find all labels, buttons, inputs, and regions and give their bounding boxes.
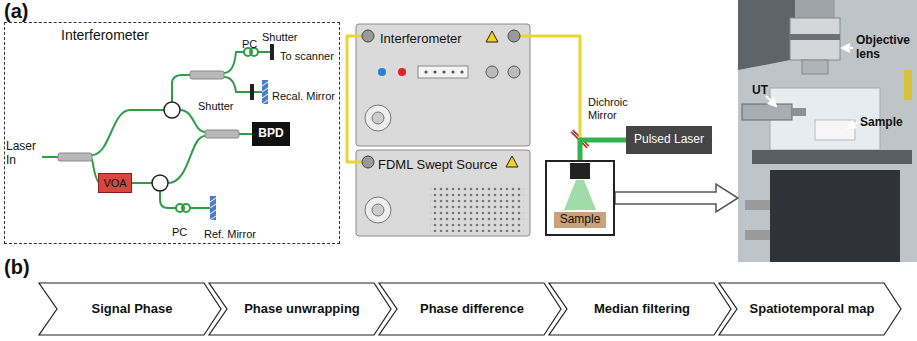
laser-box: Pulsed Laser bbox=[626, 126, 712, 154]
instrument-box: Interferometer bbox=[356, 24, 530, 146]
process-chevron: Signal Phase bbox=[38, 282, 222, 336]
photo-label: Objective lens bbox=[856, 34, 914, 62]
box-label: BPD bbox=[258, 127, 283, 141]
box-label: Median filtering bbox=[594, 302, 690, 317]
box-label: Spatiotemporal map bbox=[750, 302, 875, 317]
fiber-network bbox=[42, 48, 270, 212]
text-holder: (b) bbox=[4, 256, 30, 279]
detector-box: BPD bbox=[252, 122, 290, 146]
text-holder: Laser In bbox=[6, 140, 42, 168]
optical-fiber bbox=[530, 36, 580, 160]
part-label: Shutter bbox=[198, 100, 233, 113]
box-title: FDML Swept Source bbox=[378, 158, 497, 173]
sample-box: Sample bbox=[545, 160, 615, 236]
text-holder: Dichroic Mirror bbox=[588, 96, 640, 123]
text-holder: Sample bbox=[860, 112, 903, 130]
process-chevron: Phase unwrapping bbox=[208, 282, 392, 336]
instrument-details bbox=[356, 30, 530, 232]
text-holder: Ref. Mirror bbox=[204, 224, 256, 242]
box-label: Pulsed Laser bbox=[634, 133, 704, 147]
optical-fiber bbox=[347, 36, 356, 162]
process-chevron: Spatiotemporal map bbox=[718, 282, 902, 336]
part-label: Dichroic Mirror bbox=[588, 96, 640, 121]
box-label: Phase unwrapping bbox=[244, 302, 360, 317]
instrument-case bbox=[356, 24, 530, 146]
text-holder: Recal. Mirror bbox=[272, 86, 335, 104]
text-holder: Interferometer bbox=[61, 26, 149, 44]
text-holder: UT bbox=[752, 80, 768, 98]
part-label: PC bbox=[242, 38, 257, 51]
photo-panel: UT Objective lensSample bbox=[738, 0, 917, 262]
outline-arrow bbox=[615, 184, 738, 212]
part-label: Recal. Mirror bbox=[272, 90, 335, 103]
panel-letter: (a) bbox=[4, 0, 28, 23]
source-box: FDML Swept Source bbox=[356, 150, 530, 236]
part-label: Shutter bbox=[262, 31, 297, 44]
box-title: Interferometer bbox=[61, 27, 149, 43]
panel-letter: (b) bbox=[4, 256, 30, 279]
setup-photo bbox=[738, 0, 917, 262]
laser-beam bbox=[580, 140, 626, 160]
attenuator-box: VOA bbox=[98, 173, 131, 193]
process-chevron: Phase difference bbox=[378, 282, 562, 336]
text-holder: To scanner bbox=[280, 46, 334, 64]
part-label: Ref. Mirror bbox=[204, 228, 256, 241]
text-holder: Shutter bbox=[198, 96, 233, 114]
text-holder: Shutter bbox=[262, 27, 297, 45]
text-holder: FDML Swept Source bbox=[378, 155, 497, 173]
part-label: Laser In bbox=[6, 140, 42, 168]
photo-label: UT bbox=[752, 84, 768, 98]
photo-label: Sample bbox=[860, 116, 903, 130]
box-label: Phase difference bbox=[420, 302, 524, 317]
box-label: Signal Phase bbox=[92, 302, 173, 317]
sample-label: Sample bbox=[554, 212, 607, 228]
box-title: Interferometer bbox=[380, 32, 462, 47]
part-label: To scanner bbox=[280, 50, 334, 63]
instrument-case bbox=[356, 150, 530, 236]
part-label: PC bbox=[172, 226, 187, 239]
text-holder: (a) bbox=[4, 0, 28, 23]
text-holder: Interferometer bbox=[380, 29, 462, 47]
couplers bbox=[58, 71, 239, 161]
text-holder: PC bbox=[242, 34, 257, 52]
circulators bbox=[152, 102, 180, 191]
text-holder: PC bbox=[172, 222, 187, 240]
text-holder: Objective lens bbox=[856, 34, 914, 62]
box-label: VOA bbox=[103, 177, 126, 190]
process-chevron: Median filtering bbox=[548, 282, 732, 336]
